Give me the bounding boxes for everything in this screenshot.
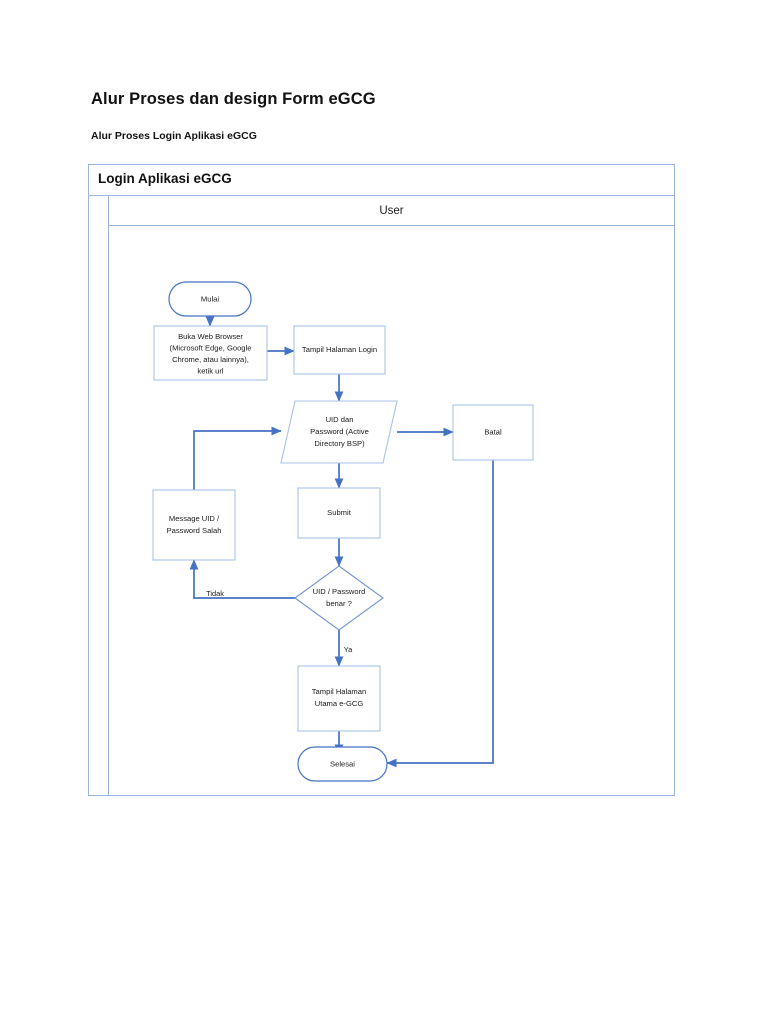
node-end-shape bbox=[297, 746, 388, 782]
node-main-page-shape bbox=[297, 665, 381, 732]
node-start-shape bbox=[168, 281, 252, 317]
node-cancel-label: Batal bbox=[484, 428, 502, 437]
node-start-label: Mulai bbox=[201, 295, 219, 304]
flowchart-title: Login Aplikasi eGCG bbox=[98, 171, 232, 186]
connector-decision-no-to-message bbox=[189, 559, 295, 599]
node-error-message-line-2: Password Salah bbox=[167, 526, 222, 535]
connector-message-to-credentials bbox=[193, 426, 282, 490]
node-show-login-label: Tampil Halaman Login bbox=[302, 345, 377, 354]
node-cancel[interactable]: Batal bbox=[452, 404, 534, 461]
node-open-browser-line-1: Buka Web Browser bbox=[178, 332, 243, 341]
node-credentials-line-2: Password (Active bbox=[310, 427, 369, 436]
node-error-message-line-1: Message UID / bbox=[169, 514, 220, 523]
node-start[interactable]: Mulai bbox=[168, 281, 252, 317]
swimlane-body: Mulai Buka Web Browser (Microsoft Edge, … bbox=[109, 226, 674, 795]
node-credentials[interactable]: UID dan Password (Active Directory BSP) bbox=[280, 400, 398, 464]
node-main-page[interactable]: Tampil Halaman Utama e-GCG bbox=[297, 665, 381, 732]
node-decision-line-2: benar ? bbox=[326, 599, 352, 608]
node-show-login-shape bbox=[293, 325, 386, 375]
node-error-message[interactable]: Message UID / Password Salah bbox=[152, 489, 236, 561]
node-open-browser-line-4: ketik url bbox=[197, 367, 223, 376]
node-error-message-shape bbox=[152, 489, 236, 561]
node-credentials-line-3: Directory BSP) bbox=[314, 439, 365, 448]
connector-layer bbox=[189, 300, 494, 768]
flowchart-canvas: Mulai Buka Web Browser (Microsoft Edge, … bbox=[152, 281, 534, 782]
node-submit[interactable]: Submit bbox=[297, 487, 381, 539]
swimlane-header: User bbox=[109, 196, 674, 226]
node-submit-shape bbox=[297, 487, 381, 539]
node-main-page-line-1: Tampil Halaman bbox=[312, 687, 366, 696]
node-open-browser-shape bbox=[153, 325, 268, 381]
node-decision-line-1: UID / Password bbox=[313, 587, 366, 596]
node-main-page-line-2: Utama e-GCG bbox=[315, 699, 364, 708]
flowchart-title-row: Login Aplikasi eGCG bbox=[89, 165, 674, 196]
edge-label-yes: Ya bbox=[344, 645, 353, 654]
node-show-login[interactable]: Tampil Halaman Login bbox=[293, 325, 386, 375]
node-decision-shape bbox=[294, 565, 384, 631]
flowchart-frame: Login Aplikasi eGCG User bbox=[88, 164, 675, 796]
swimlane-gutter bbox=[89, 196, 109, 795]
page-subtitle: Alur Proses Login Aplikasi eGCG bbox=[91, 130, 257, 142]
connector-cancel-to-end bbox=[386, 460, 494, 768]
node-end-label: Selesai bbox=[330, 760, 355, 769]
node-credentials-shape bbox=[280, 400, 398, 464]
node-open-browser[interactable]: Buka Web Browser (Microsoft Edge, Google… bbox=[153, 325, 268, 381]
node-decision[interactable]: UID / Password benar ? bbox=[294, 565, 384, 631]
node-end[interactable]: Selesai bbox=[297, 746, 388, 782]
swimlane-header-label: User bbox=[379, 204, 404, 217]
node-credentials-line-1: UID dan bbox=[326, 415, 354, 424]
node-open-browser-line-2: (Microsoft Edge, Google bbox=[170, 344, 252, 353]
page-title: Alur Proses dan design Form eGCG bbox=[91, 90, 376, 108]
edge-label-no: Tidak bbox=[206, 589, 224, 598]
node-open-browser-line-3: Chrome, atau lainnya), bbox=[172, 355, 249, 364]
node-submit-label: Submit bbox=[327, 508, 352, 517]
node-cancel-shape bbox=[452, 404, 534, 461]
